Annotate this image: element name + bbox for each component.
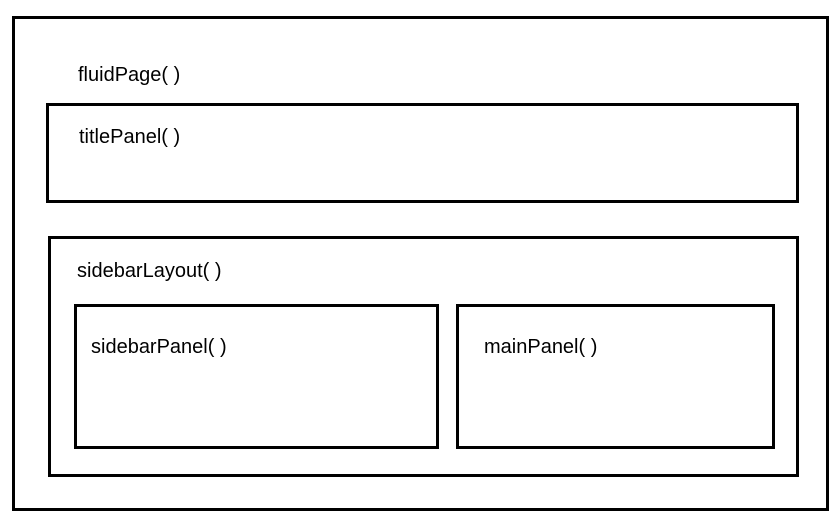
- main-panel-box: mainPanel( ): [456, 304, 775, 449]
- sidebar-layout-label: sidebarLayout( ): [77, 260, 222, 282]
- main-panel-label: mainPanel( ): [484, 336, 598, 358]
- sidebar-panel-label: sidebarPanel( ): [91, 336, 227, 358]
- title-panel-box: titlePanel( ): [46, 103, 799, 203]
- fluid-page-label: fluidPage( ): [78, 64, 181, 86]
- title-panel-label: titlePanel( ): [79, 126, 181, 148]
- sidebar-panel-box: sidebarPanel( ): [74, 304, 439, 449]
